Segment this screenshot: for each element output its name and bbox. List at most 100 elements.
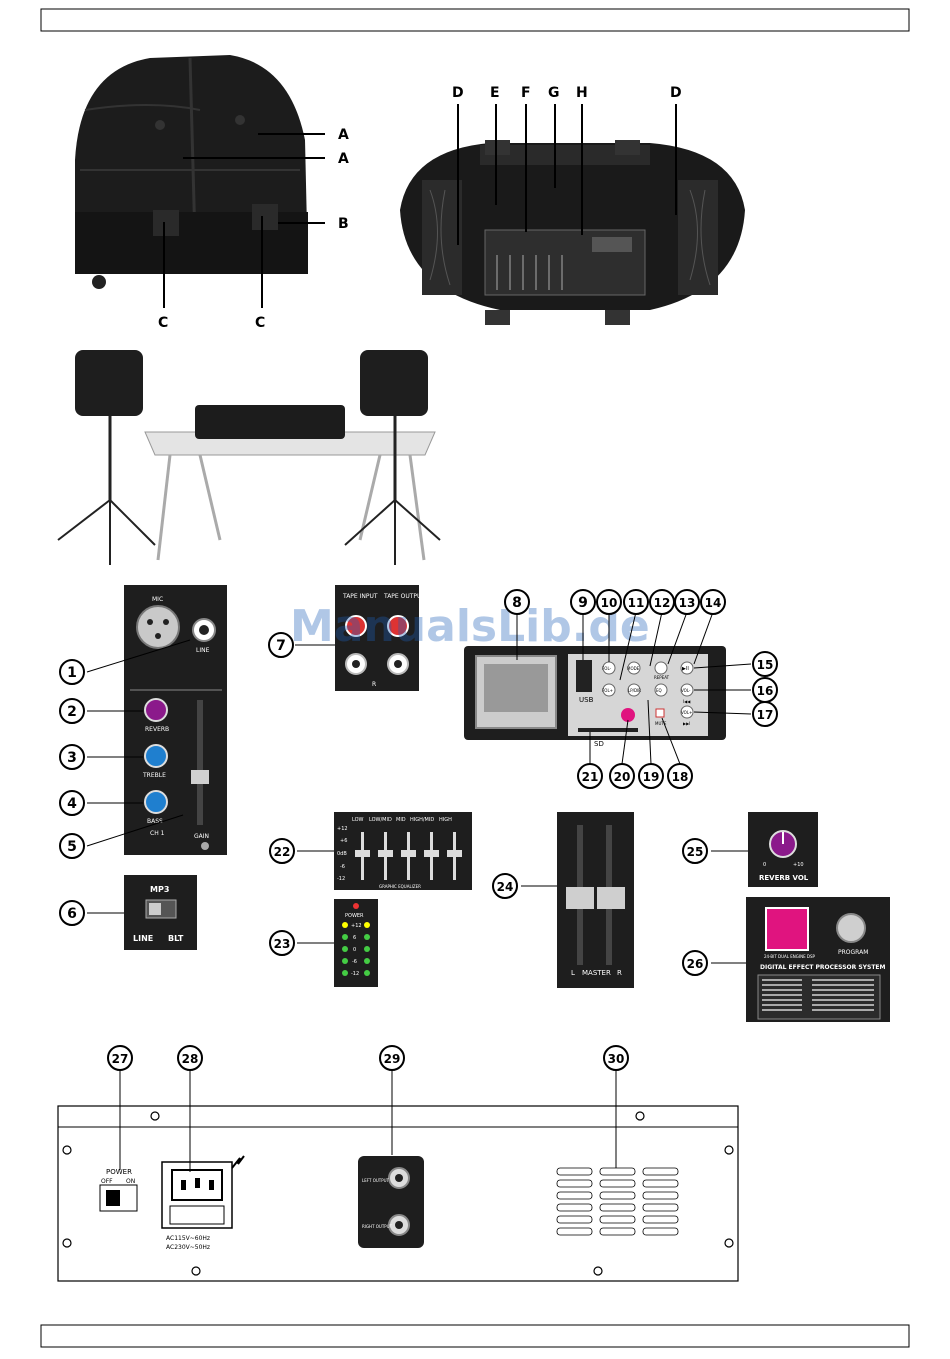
blt-label: BLT [168, 934, 184, 943]
rear-ac115-label: AC115V~60Hz [166, 1235, 210, 1242]
btn-fol-plus: FOL+ [602, 688, 613, 693]
callout-19: 19 [643, 770, 660, 784]
btn-mode: MODE [627, 666, 640, 671]
selector-line-label: LINE [133, 934, 153, 943]
eq-scale-m12: -12 [337, 876, 345, 882]
footer-box [40, 1324, 910, 1348]
callout-20: 20 [614, 770, 631, 784]
meter-scale-6: 6 [353, 935, 356, 941]
callout-6: 6 [67, 906, 77, 922]
rear-right-output-label: RIGHT OUTPUT [362, 1224, 393, 1229]
meter-scale-p12: +12 [351, 923, 362, 929]
eq-scale-p6: +6 [340, 838, 347, 844]
callout-16: 16 [757, 684, 774, 698]
callout-8: 8 [512, 595, 522, 611]
callout-24: 24 [497, 880, 514, 894]
setup-photo [57, 350, 441, 565]
tape-input-label: TAPE INPUT [342, 593, 378, 600]
callout-2: 2 [67, 704, 77, 720]
mp3-player-panel [464, 646, 726, 740]
tape-r-label: R [372, 681, 376, 688]
btn-next: ▶▶I [683, 721, 690, 726]
master-l-label: L [571, 969, 575, 977]
eq-band-highmid: HIGH/MID [410, 817, 434, 823]
label-c2: C [255, 315, 265, 331]
dsp-sub-label: 24-BIT DUAL ENGINE DSP [764, 954, 815, 959]
tape-io-panel [335, 585, 419, 691]
callout-leaders [86, 611, 752, 1172]
label-f: F [521, 85, 531, 101]
dsp-program-label: PROGRAM [838, 949, 868, 956]
callout-numbers: 1 2 3 4 5 6 7 8 9 10 11 12 13 14 15 16 1… [67, 595, 773, 1066]
watermark: ManualsLib.de [290, 601, 650, 652]
callout-26: 26 [687, 957, 704, 971]
callout-29: 29 [384, 1052, 401, 1066]
meter-scale-0: 0 [353, 947, 356, 953]
btn-repeat: REPEAT [654, 675, 670, 680]
label-a1: A [338, 127, 349, 143]
btn-fol-minus: FOL- [602, 666, 612, 671]
label-g: G [548, 85, 560, 101]
callout-1: 1 [67, 665, 77, 681]
graphic-eq-panel [334, 812, 472, 890]
eq-band-mid: MID [396, 817, 406, 823]
ch1-label: CH 1 [150, 830, 165, 837]
label-d1: D [452, 85, 464, 101]
dsp-title: DIGITAL EFFECT PROCESSOR SYSTEM [760, 964, 886, 971]
line-label: LINE [196, 647, 210, 654]
reverb-vol-min: 0 [763, 862, 766, 868]
btn-eq: EQ [656, 688, 662, 693]
eq-band-lowmid: LOW/MID [369, 817, 392, 823]
btn-vol-plus: VOL+ [681, 710, 692, 715]
rear-left-output-label: LEFT OUTPUT [362, 1178, 390, 1183]
btn-play: ▶II [682, 666, 689, 672]
eq-scale-0: 0dB [337, 851, 347, 857]
callout-14: 14 [705, 596, 722, 610]
master-r-label: R [617, 969, 622, 977]
treble-label: TREBLE [142, 772, 166, 779]
callout-12: 12 [654, 596, 671, 610]
rear-panel [57, 1105, 739, 1282]
reverb-label: REVERB [145, 726, 169, 733]
reverb-vol-panel [748, 812, 818, 887]
usb-label: USB [579, 696, 594, 704]
reverb-vol-max: +10 [793, 862, 804, 868]
eq-title: GRAPHIC EQUALIZER [379, 884, 421, 889]
callout-28: 28 [182, 1052, 199, 1066]
callout-9: 9 [578, 595, 588, 611]
callout-5: 5 [67, 839, 77, 855]
open-case-photo [400, 104, 745, 325]
callout-21: 21 [582, 770, 599, 784]
eq-scale-p12: +12 [337, 826, 348, 832]
label-d2: D [670, 85, 682, 101]
callout-10: 10 [601, 596, 618, 610]
rear-ac230-label: AC230V~50Hz [166, 1244, 210, 1251]
label-h: H [576, 85, 588, 101]
channel-strip-panel [124, 585, 227, 855]
rear-power-label: POWER [106, 1168, 132, 1176]
reverb-vol-label: REVERB VOL [759, 874, 809, 882]
callout-11: 11 [628, 596, 645, 610]
callout-27: 27 [112, 1052, 129, 1066]
label-a2: A [338, 151, 349, 167]
callout-15: 15 [757, 658, 774, 672]
eq-band-low: LOW [352, 817, 364, 823]
callout-7: 7 [276, 638, 286, 654]
bass-label: BASS [147, 818, 163, 825]
meter-power-label: POWER [345, 913, 364, 919]
closed-case-photo [75, 55, 325, 308]
callout-30: 30 [608, 1052, 625, 1066]
input-selector-panel [124, 875, 197, 950]
callout-22: 22 [274, 845, 291, 859]
gain-label: GAIN [194, 833, 209, 840]
meter-scale-m6: -6 [352, 959, 357, 965]
tape-output-label: TAPE OUTPUT [383, 593, 425, 600]
callout-25: 25 [687, 845, 704, 859]
eq-scale-m6: -6 [340, 864, 345, 870]
eq-band-high: HIGH [439, 817, 452, 823]
label-b: B [338, 216, 349, 232]
level-meter-panel [334, 899, 378, 987]
callout-17: 17 [757, 708, 774, 722]
header-box [40, 8, 910, 32]
